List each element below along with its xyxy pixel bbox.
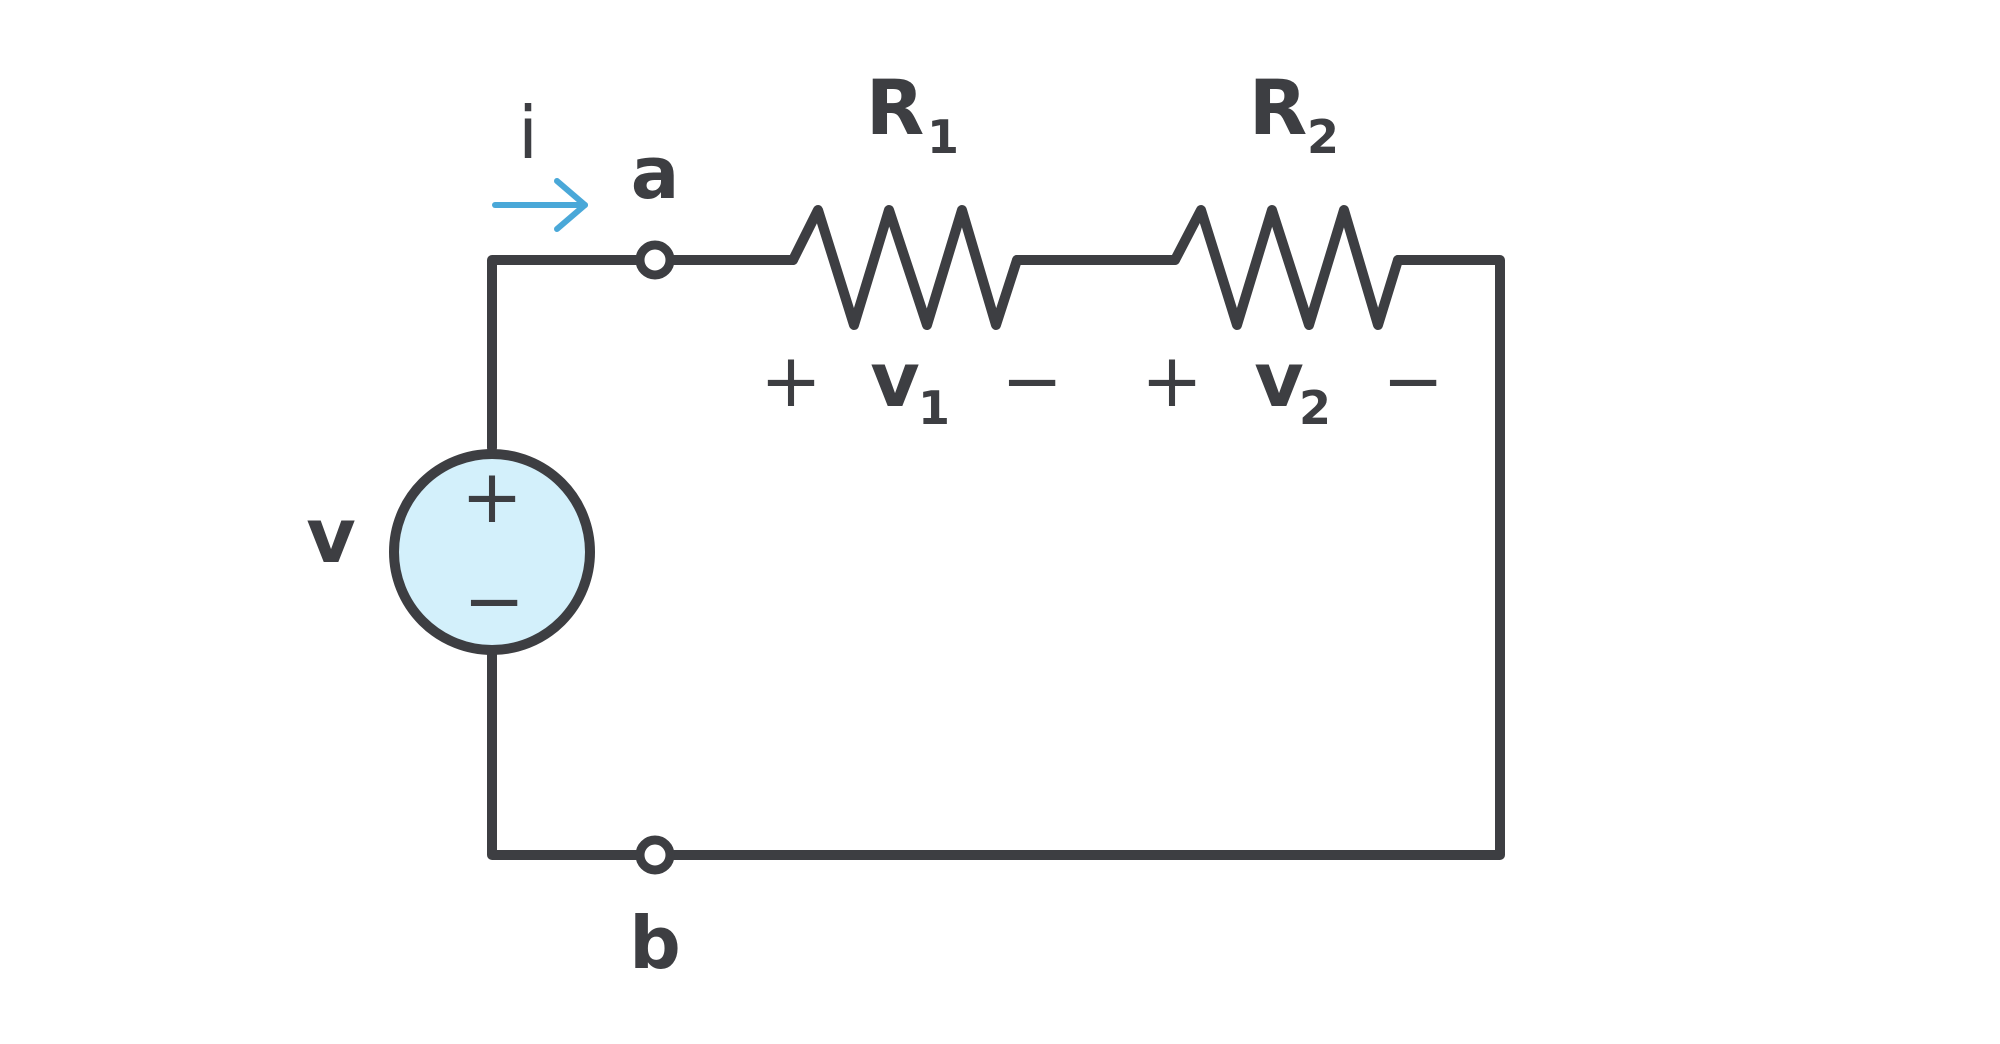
r1-voltage-label: v <box>870 335 920 424</box>
current-arrow-head <box>554 178 588 232</box>
resistor-r2-subscript: 2 <box>1307 110 1339 164</box>
resistor-r2-symbol <box>1170 205 1403 330</box>
current-label: i <box>518 91 538 175</box>
source-voltage-label: v <box>306 491 356 580</box>
r2-voltage-label: v <box>1254 335 1304 424</box>
r1-minus-sign: − <box>1001 338 1063 424</box>
r2-minus-sign: − <box>1382 338 1444 424</box>
r2-plus-sign: + <box>1141 338 1203 424</box>
wire-left-bottom <box>487 649 653 860</box>
voltage-source-symbol <box>389 449 595 655</box>
resistor-r2-name: R <box>1249 63 1308 152</box>
wire-right <box>663 255 1505 860</box>
resistor-r1-name: R <box>866 63 925 152</box>
terminal-b <box>635 835 675 875</box>
node-label-b: b <box>629 901 681 985</box>
r1-voltage-subscript: 1 <box>918 381 950 435</box>
node-label-a: a <box>631 131 680 215</box>
r2-voltage-subscript: 2 <box>1299 381 1331 435</box>
r1-plus-sign: + <box>760 338 822 424</box>
resistor-r1-subscript: 1 <box>927 110 959 164</box>
wire-left-top <box>487 255 653 453</box>
source-plus-sign: + <box>461 454 523 540</box>
terminal-a <box>635 240 675 280</box>
source-minus-sign: − <box>463 558 525 644</box>
resistor-r1-symbol <box>788 205 1022 330</box>
